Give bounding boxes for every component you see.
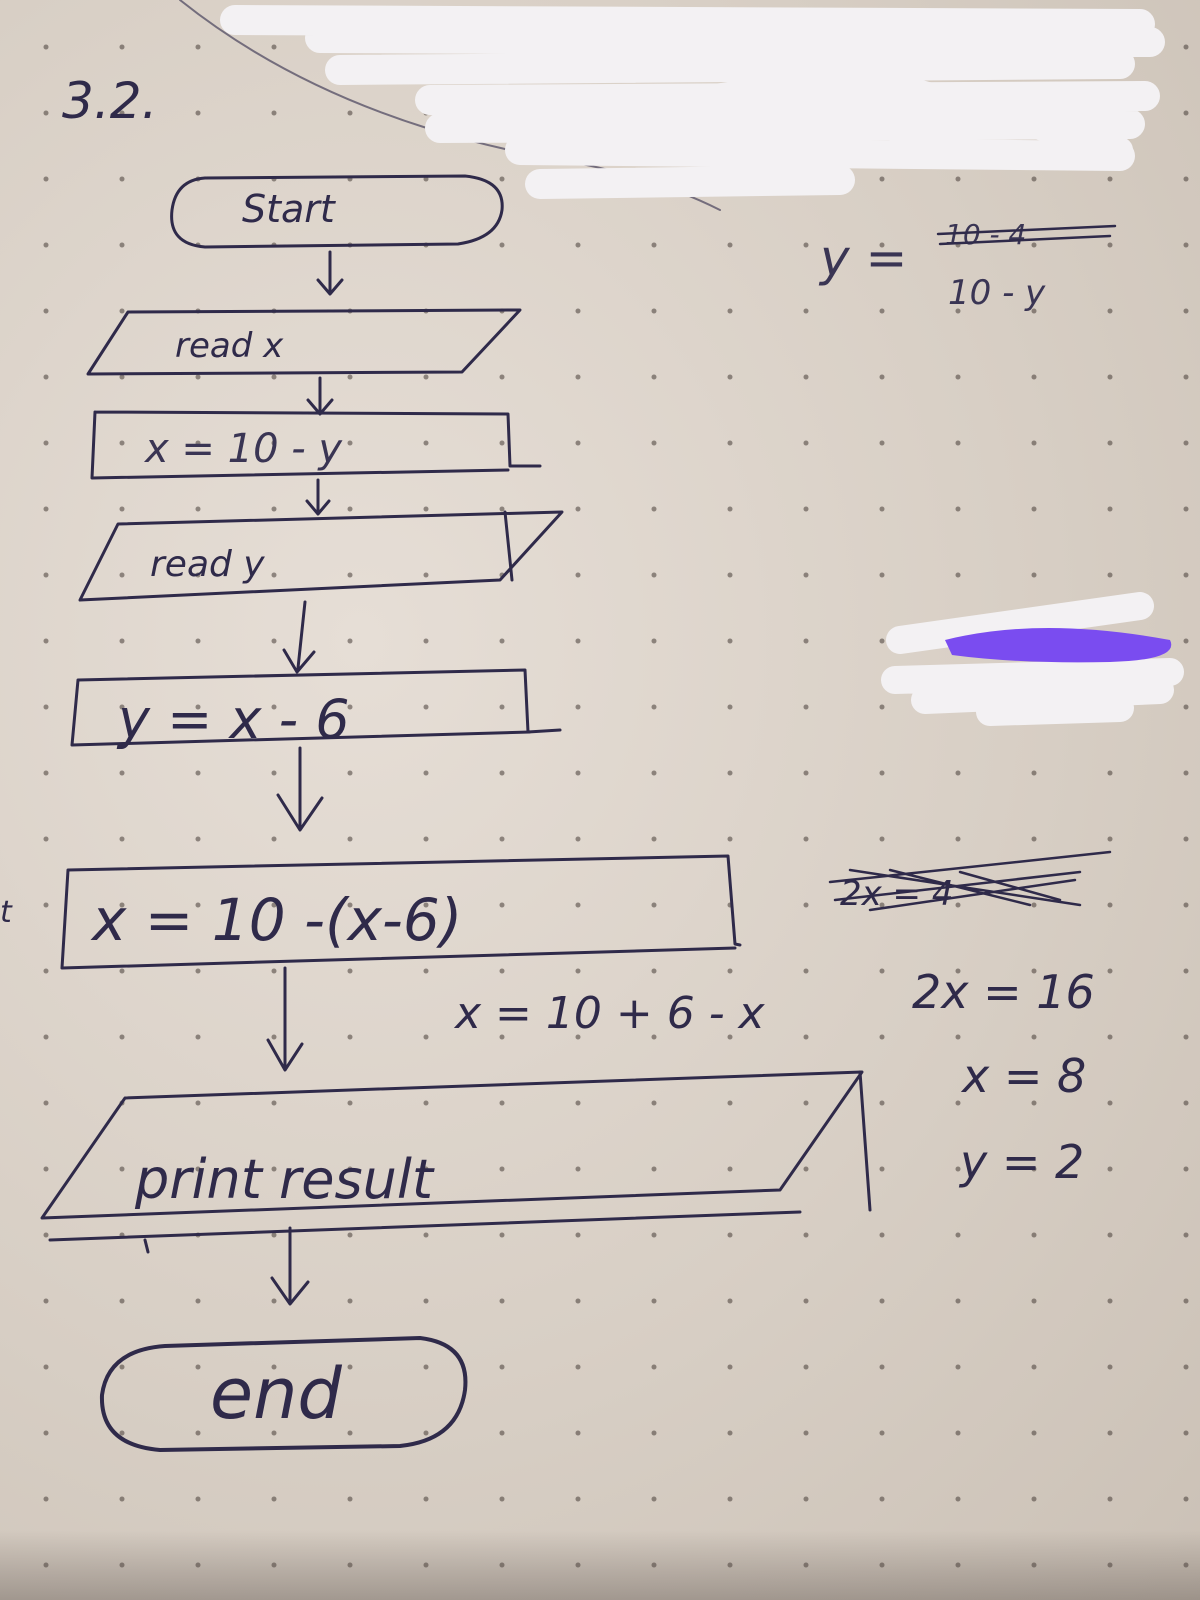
start-terminal: Start — [170, 174, 504, 249]
top-redaction-overlay — [547, 17, 1133, 163]
end-oval — [99, 1336, 468, 1452]
read-y-shape — [78, 510, 564, 602]
side-notes-crossed: 2x = 4 — [828, 850, 1112, 914]
x-result: x = 8 — [960, 1049, 1086, 1103]
read-y-extra-stroke — [503, 510, 514, 582]
read-y-io: read y — [78, 510, 564, 602]
assign-y-box — [70, 668, 562, 747]
side-notes-top: y = 10 - 4 10 - y — [818, 218, 1117, 313]
margin-mark: t — [0, 895, 13, 930]
y-result: y = 2 — [958, 1135, 1084, 1189]
y-crossed-text: 10 - 4 — [945, 218, 1026, 251]
exercise-number: 3.2. — [62, 72, 157, 130]
arrow-start-to-read-x — [316, 250, 344, 296]
right-redaction-purple — [945, 628, 1172, 663]
right-redaction — [881, 592, 1184, 726]
print-io: print result — [40, 1070, 872, 1254]
end-label: end — [210, 1353, 342, 1435]
y-crossed-strike — [936, 224, 1117, 246]
arrow-read-y-to-assign-y — [282, 600, 316, 674]
top-redaction — [220, 5, 1165, 199]
assign-x-label: x = 10 - y — [143, 426, 343, 472]
assign-x-box — [90, 410, 542, 480]
right-redaction-white — [881, 592, 1184, 726]
read-x-shape — [86, 308, 522, 376]
substituted-process: x = 10 -(x-6) — [60, 854, 742, 970]
arrow-substituted-to-print — [266, 966, 304, 1072]
print-extra-strokes — [143, 1070, 872, 1254]
read-y-label: read y — [150, 544, 265, 585]
start-oval — [170, 174, 504, 249]
assign-x-process: x = 10 - y — [90, 410, 542, 480]
read-x-io: read x — [86, 308, 522, 376]
y-label: y = — [818, 229, 907, 287]
start-label: Start — [242, 187, 337, 231]
end-terminal: end — [99, 1336, 468, 1452]
arrow-assign-y-to-substituted — [276, 746, 324, 832]
substituted-label: x = 10 -(x-6) — [90, 886, 462, 954]
equation-line: 2x = 16 — [912, 965, 1095, 1019]
print-shape — [40, 1070, 864, 1242]
print-label: print result — [134, 1148, 435, 1211]
crossed-out-scribble — [828, 850, 1112, 912]
assign-y-label: y = x - 6 — [116, 688, 350, 751]
page-edge-shadow — [0, 1530, 1200, 1600]
y-expr: 10 - y — [948, 273, 1046, 313]
expand-line: x = 10 + 6 - x — [453, 988, 766, 1039]
arrow-read-x-to-assign-x — [306, 376, 334, 416]
read-x-label: read x — [175, 326, 284, 366]
arrow-print-to-end — [270, 1226, 310, 1306]
side-notes-solution: x = 10 + 6 - x 2x = 16 x = 8 y = 2 — [453, 965, 1095, 1189]
arrow-assign-x-to-read-y — [305, 478, 331, 516]
substituted-box — [60, 854, 742, 970]
assign-y-process: y = x - 6 — [70, 668, 562, 751]
